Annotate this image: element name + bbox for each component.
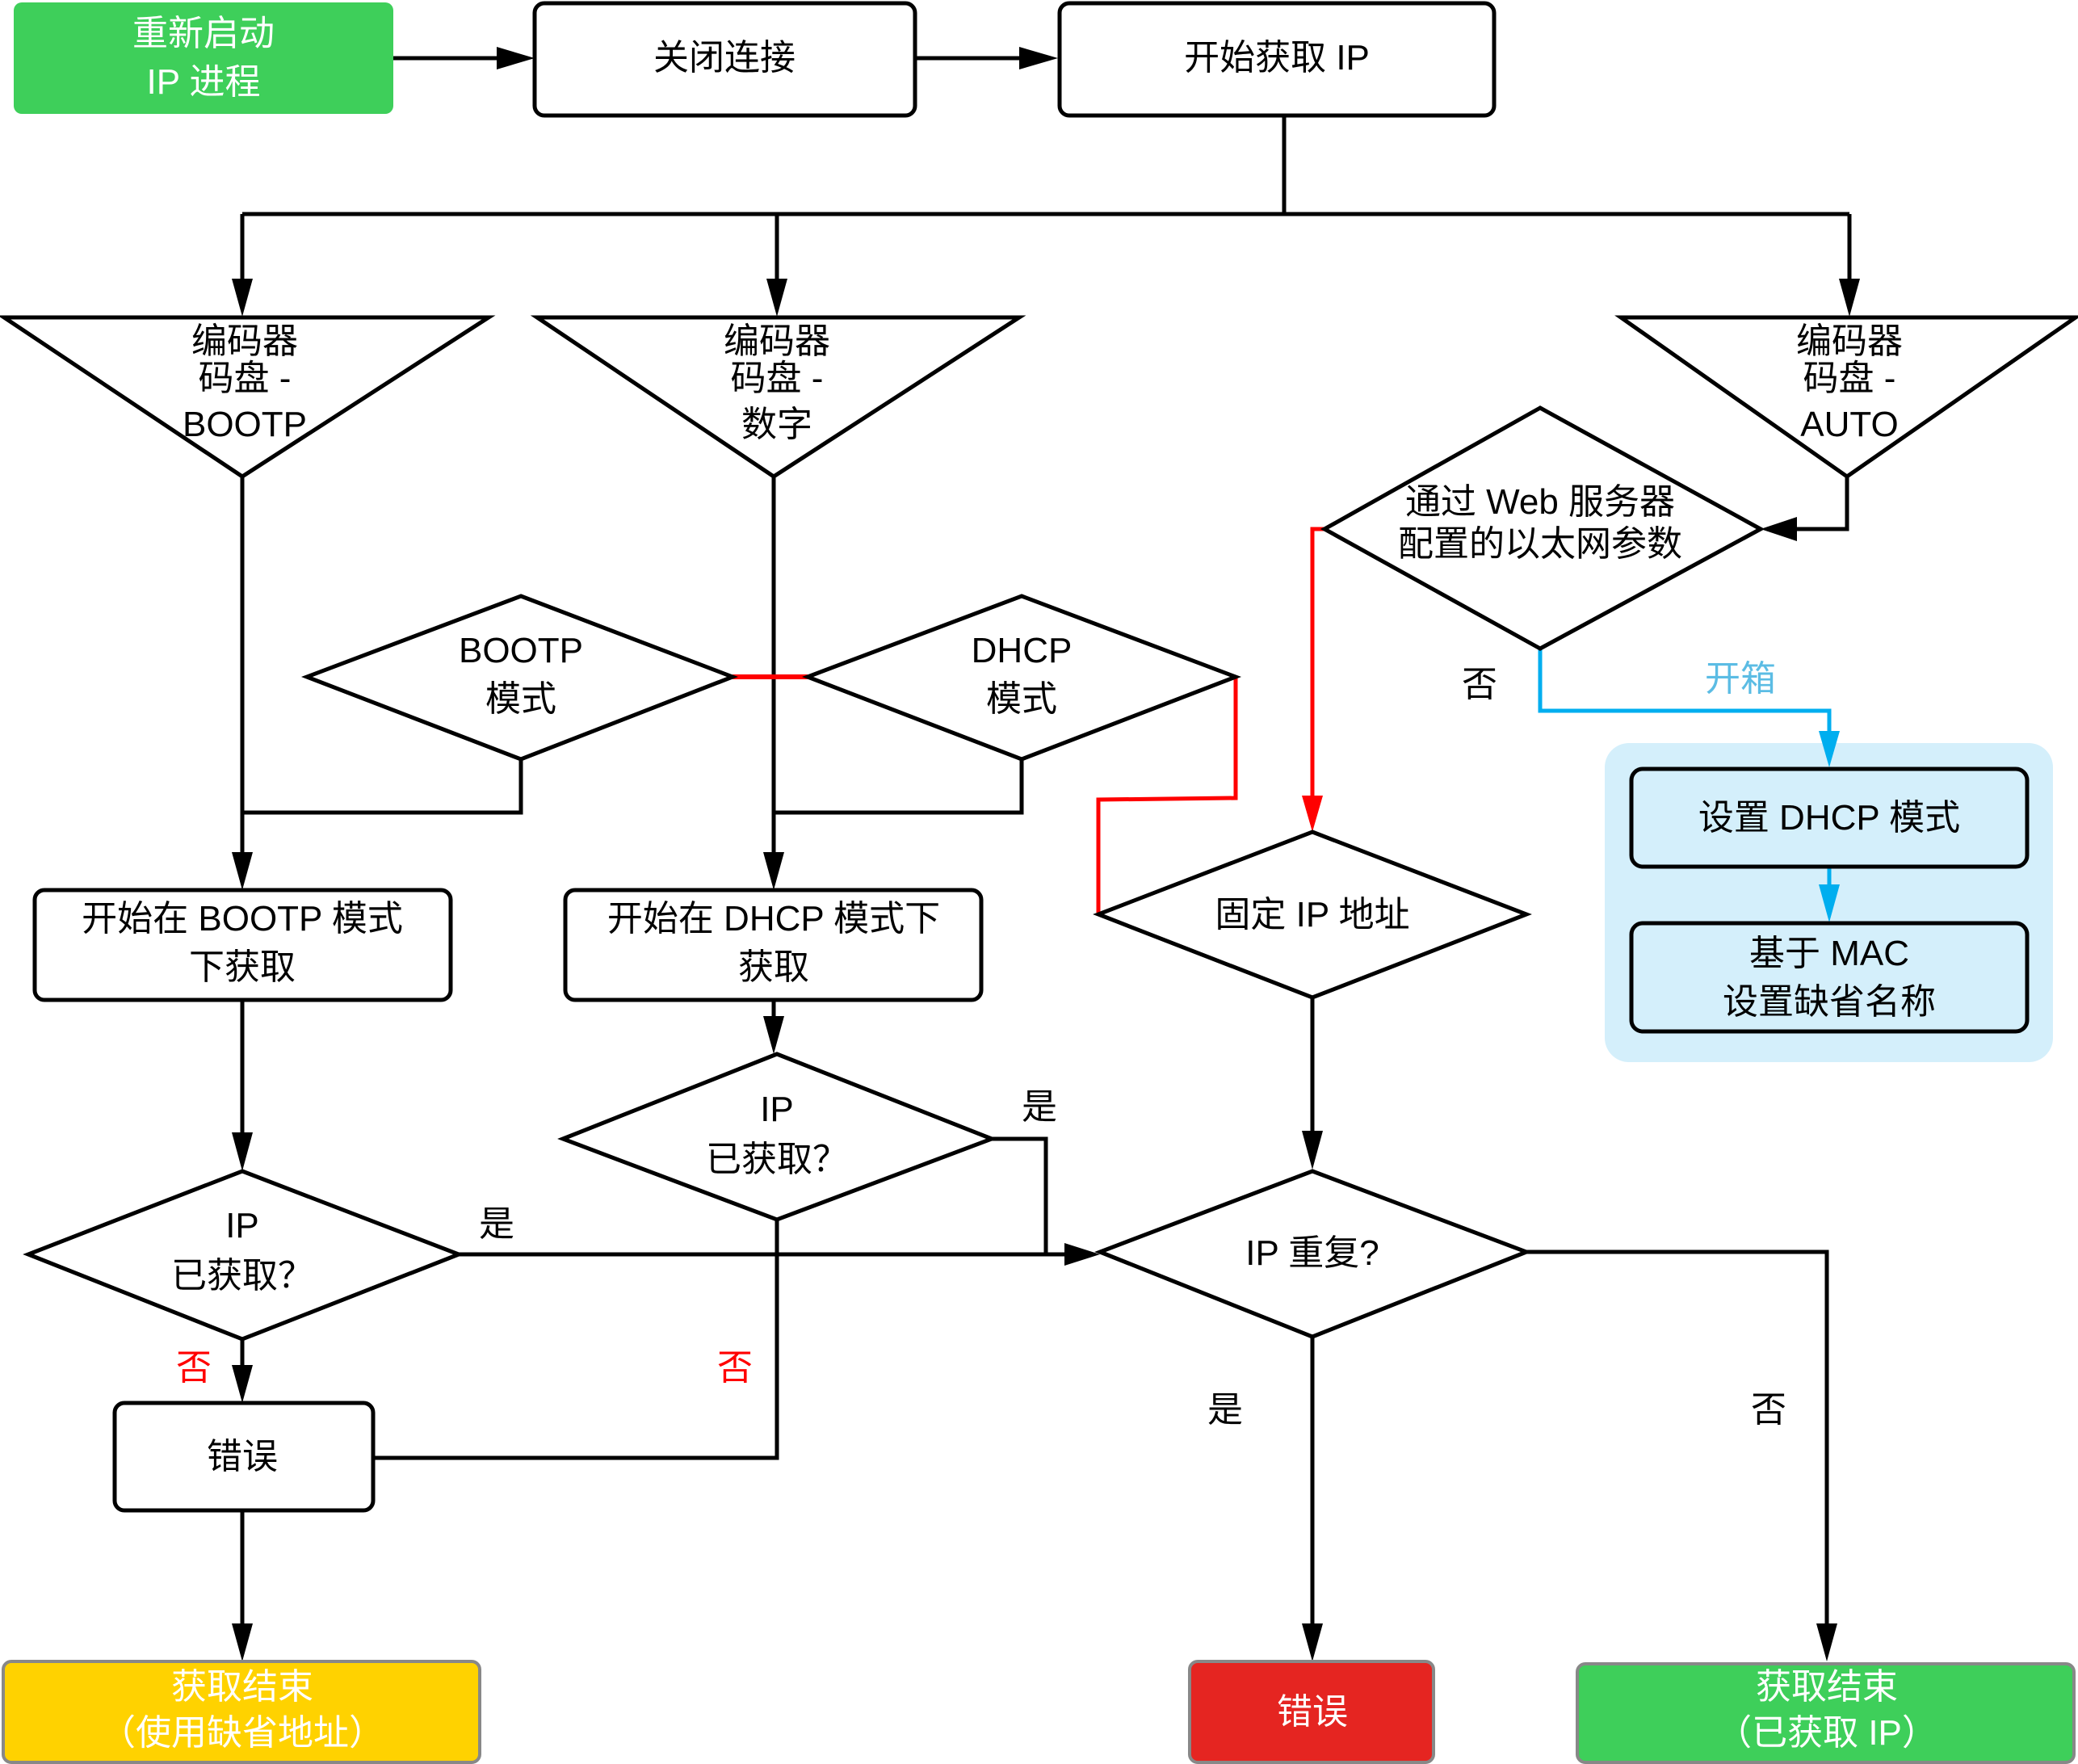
node-start-dhcp-line-1: 开始在 DHCP 模式下 xyxy=(607,899,940,939)
node-start-bootp-line-1: 开始在 BOOTP 模式 xyxy=(82,899,403,939)
node-set-dhcp-mode-label: 设置 DHCP 模式 xyxy=(1698,798,1960,838)
label-dup-no: 否 xyxy=(1751,1390,1786,1430)
edge-bootpmode-join xyxy=(242,759,523,815)
arrowhead xyxy=(1302,1623,1323,1661)
node-web-config[interactable]: 通过 Web 服务器 配置的以太网参数 xyxy=(1320,405,1765,651)
node-dial-digit-line-1: 编码器 xyxy=(724,321,830,361)
node-start-get-ip[interactable]: 开始获取 IP xyxy=(1057,1,1497,118)
node-end-ok-line-2: （已获取 IP） xyxy=(1716,1713,1937,1753)
node-dhcp-mode-line-1: DHCP xyxy=(972,631,1073,670)
node-start-get-ip-label: 开始获取 IP xyxy=(1184,38,1370,78)
node-ip-acquired-bootp[interactable]: IP 已获取？ xyxy=(23,1169,464,1342)
node-dial-digit[interactable]: 编码器 码盘 - 数字 xyxy=(530,315,1026,479)
label-bootp-yes: 是 xyxy=(479,1204,514,1244)
node-bootp-mode[interactable]: BOOTP 模式 xyxy=(300,594,738,762)
node-end-default-address[interactable]: 获取结束 （使用缺省地址） xyxy=(2,1660,481,1764)
label-dhcp-no: 否 xyxy=(717,1348,753,1388)
node-dial-auto[interactable]: 编码器 码盘 - AUTO xyxy=(1614,315,2078,480)
node-start-bootp-line-2: 下获取 xyxy=(189,947,296,987)
node-start-bootp[interactable]: 开始在 BOOTP 模式 下获取 xyxy=(32,888,453,1002)
arrowhead xyxy=(1839,279,1860,317)
node-bootp-mode-line-1: BOOTP xyxy=(459,631,583,670)
node-dial-auto-line-1: 编码器 xyxy=(1796,321,1903,361)
edge-dup-endok xyxy=(1526,1250,1829,1623)
node-end-ip-acquired[interactable]: 获取结束 （已获取 IP） xyxy=(1576,1662,2076,1764)
node-end-default-line-2: （使用缺省地址） xyxy=(100,1713,384,1753)
arrowhead-blue xyxy=(1819,731,1840,767)
edge-web-unbox xyxy=(1538,649,1832,731)
edge-ipgotmid-error xyxy=(374,1220,779,1460)
node-ip-duplicate-label: IP 重复? xyxy=(1245,1233,1379,1273)
label-dhcp-yes: 是 xyxy=(1022,1087,1057,1127)
node-end-ok-line-1: 获取结束 xyxy=(1756,1667,1898,1707)
node-set-dhcp-mode[interactable]: 设置 DHCP 模式 xyxy=(1629,766,2030,869)
arrowhead xyxy=(232,1365,253,1403)
node-restart[interactable]: 重新启动 IP 进程 xyxy=(14,2,393,114)
arrowhead xyxy=(232,1132,253,1171)
node-end-error-label: 错误 xyxy=(1277,1692,1348,1732)
arrowhead-blue xyxy=(1819,884,1840,922)
node-web-config-line-1: 通过 Web 服务器 xyxy=(1405,482,1675,522)
node-default-name-line-2: 设置缺省名称 xyxy=(1723,982,1936,1022)
node-restart-line-1: 重新启动 xyxy=(132,14,275,53)
label-unbox: 开箱 xyxy=(1705,659,1776,699)
arrowhead xyxy=(232,1623,253,1661)
arrowhead xyxy=(1816,1623,1837,1661)
edge-dhcpmode-join xyxy=(774,759,1024,815)
arrowhead xyxy=(1761,517,1797,541)
arrowhead xyxy=(497,47,535,69)
label-dup-yes: 是 xyxy=(1207,1390,1243,1430)
node-close-connection-label: 关闭连接 xyxy=(653,38,796,78)
node-end-error[interactable]: 错误 xyxy=(1188,1660,1435,1764)
node-dial-bootp-line-1: 编码器 xyxy=(191,321,298,361)
node-fixed-ip[interactable]: 固定 IP 地址 xyxy=(1093,830,1532,1000)
edge-web-fixedip xyxy=(1310,527,1324,796)
arrowhead xyxy=(1019,47,1058,69)
node-dial-auto-line-3: AUTO xyxy=(1800,405,1898,444)
node-ip-acquired-dhcp-line-2: 已获取？ xyxy=(706,1140,848,1179)
node-ip-duplicate[interactable]: IP 重复? xyxy=(1094,1169,1532,1339)
node-dhcp-mode[interactable]: DHCP 模式 xyxy=(801,594,1242,762)
node-web-config-line-2: 配置的以太网参数 xyxy=(1398,524,1682,564)
node-dial-digit-line-2: 码盘 - xyxy=(731,359,824,398)
node-bootp-mode-line-2: 模式 xyxy=(485,679,556,719)
arrowhead-red xyxy=(1302,796,1323,832)
node-dial-bootp-line-2: 码盘 - xyxy=(199,359,292,398)
edge-dhcpmode-fixedip xyxy=(1096,677,1238,913)
node-dial-digit-line-3: 数字 xyxy=(741,405,812,444)
arrowhead xyxy=(232,279,253,317)
node-ip-acquired-bootp-line-1: IP xyxy=(225,1206,259,1245)
arrowhead xyxy=(1064,1243,1100,1266)
node-ip-acquired-bootp-line-2: 已获取？ xyxy=(171,1256,313,1296)
node-dhcp-mode-line-2: 模式 xyxy=(986,679,1057,719)
arrowhead xyxy=(766,279,787,317)
edge-auto-web xyxy=(1797,477,1849,531)
node-dial-bootp-line-3: BOOTP xyxy=(183,405,307,444)
node-ip-acquired-dhcp-line-1: IP xyxy=(760,1090,794,1129)
node-restart-line-2: IP 进程 xyxy=(146,62,260,102)
node-error[interactable]: 错误 xyxy=(112,1401,376,1513)
node-start-dhcp-line-2: 获取 xyxy=(738,947,809,987)
label-bootp-no: 否 xyxy=(176,1348,212,1388)
arrowhead xyxy=(763,1016,784,1054)
node-dial-bootp[interactable]: 编码器 码盘 - BOOTP xyxy=(0,315,496,479)
node-default-name-line-1: 基于 MAC xyxy=(1749,934,1909,973)
node-close-connection[interactable]: 关闭连接 xyxy=(532,1,917,118)
node-fixed-ip-label: 固定 IP 地址 xyxy=(1215,895,1409,934)
node-default-name[interactable]: 基于 MAC 设置缺省名称 xyxy=(1629,921,2030,1034)
node-start-dhcp[interactable]: 开始在 DHCP 模式下 获取 xyxy=(563,888,984,1002)
node-dial-auto-line-2: 码盘 - xyxy=(1803,359,1896,398)
node-end-default-line-1: 获取结束 xyxy=(171,1667,313,1707)
label-web-no: 否 xyxy=(1462,665,1497,704)
arrowhead xyxy=(763,852,784,890)
arrowhead xyxy=(232,852,253,890)
arrowhead xyxy=(1302,1131,1323,1170)
node-error-label: 错误 xyxy=(207,1437,278,1476)
edge-ipgotmid-dup xyxy=(992,1136,1048,1254)
node-ip-acquired-dhcp[interactable]: IP 已获取？ xyxy=(557,1052,997,1222)
